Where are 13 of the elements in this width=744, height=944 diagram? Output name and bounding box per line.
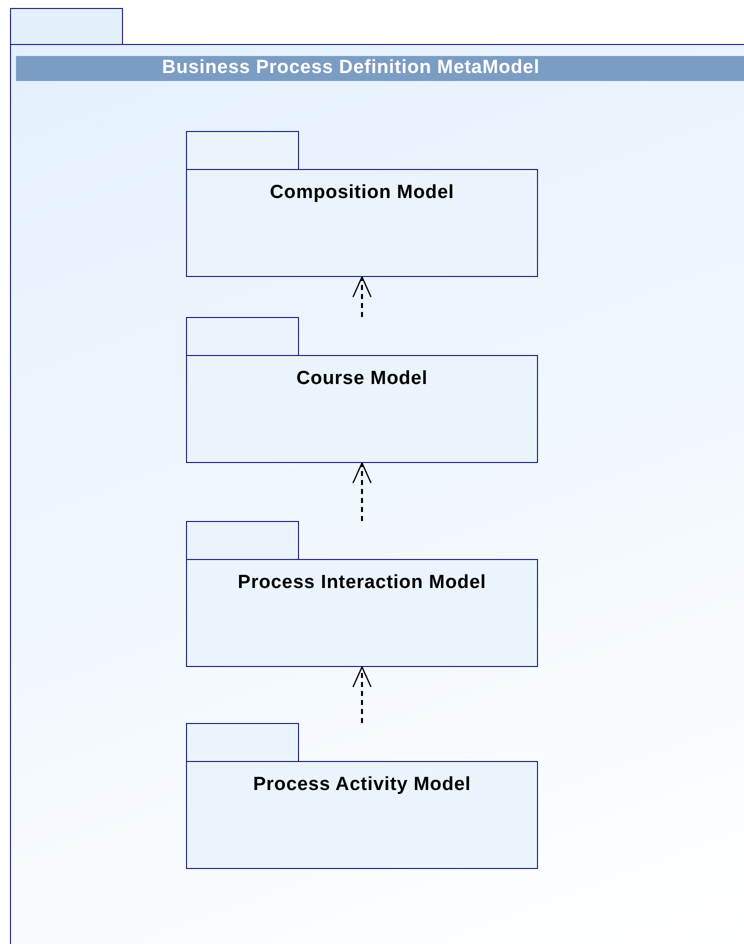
- package-symbol: [186, 131, 538, 277]
- frame-title: Business Process Definition MetaModel: [162, 56, 540, 80]
- dependency-arrow: [352, 276, 372, 317]
- dependency-arrow: [352, 666, 372, 723]
- package-name: Process Activity Model: [253, 773, 471, 797]
- package-symbol: [186, 317, 538, 463]
- package-name: Composition Model: [270, 181, 454, 205]
- package-symbol: [186, 521, 538, 667]
- dependency-arrow: [352, 462, 372, 521]
- package-symbol: [186, 723, 538, 869]
- package-name: Process Interaction Model: [238, 571, 486, 595]
- package-name: Course Model: [296, 367, 428, 391]
- package-frame: [10, 44, 744, 944]
